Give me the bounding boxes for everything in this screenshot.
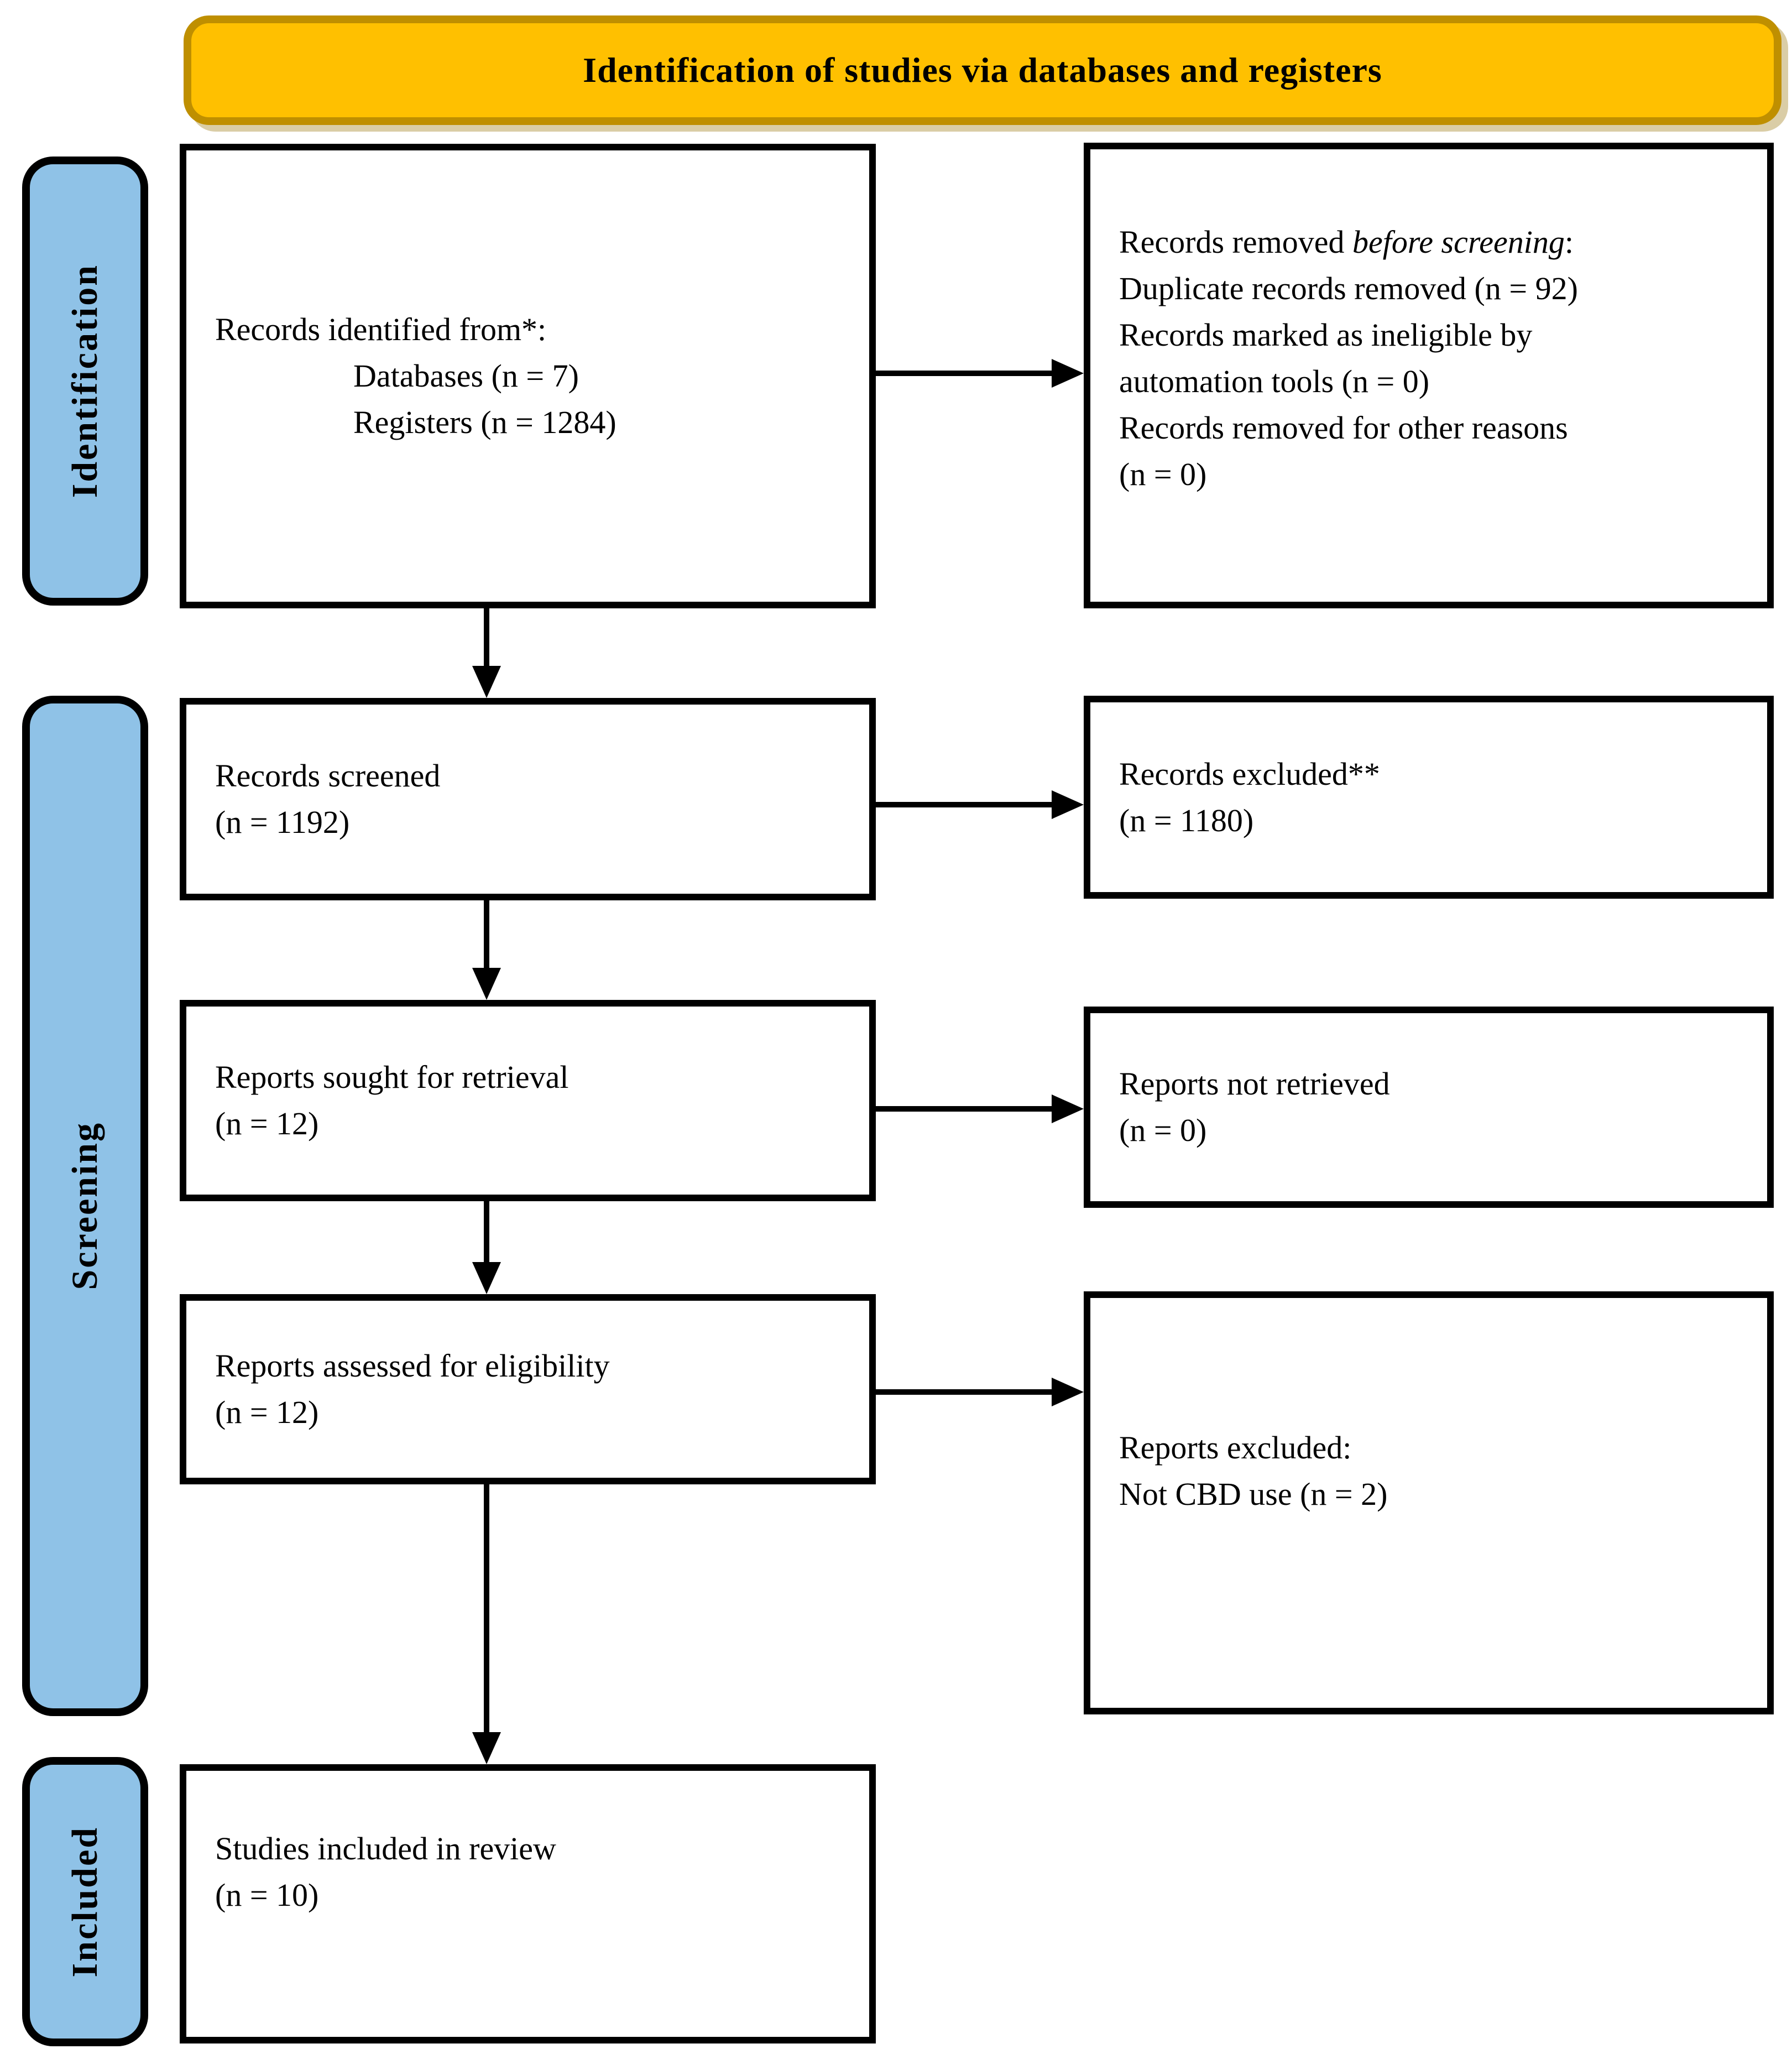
arrow-down-4-line xyxy=(484,1484,489,1733)
records-removed-heading-italic: before screening xyxy=(1352,224,1565,260)
reports-assessed-count: (n = 12) xyxy=(215,1394,319,1430)
studies-included-count: (n = 10) xyxy=(215,1876,319,1913)
records-removed-heading-prefix: Records removed xyxy=(1119,224,1352,260)
arrow-down-3-line xyxy=(484,1201,489,1263)
stage-label-identification-text: Identification xyxy=(65,264,105,498)
arrow-down-2-line xyxy=(484,900,489,969)
records-screened-label: Records screened xyxy=(215,758,441,794)
records-removed-heading: Records removed before screening: xyxy=(1119,219,1751,265)
reports-excluded-reason: Not CBD use (n = 2) xyxy=(1119,1476,1388,1512)
arrow-right-2-head xyxy=(1052,790,1084,819)
records-removed-ineligible-2: automation tools (n = 0) xyxy=(1119,363,1430,399)
records-removed-duplicates: Duplicate records removed (n = 92) xyxy=(1119,270,1578,306)
records-excluded-label: Records excluded** xyxy=(1119,755,1380,792)
stage-label-identification: Identification xyxy=(22,157,148,606)
box-studies-included: Studies included in review (n = 10) xyxy=(180,1764,876,2043)
arrow-right-4-line xyxy=(876,1389,1054,1395)
records-removed-heading-suffix: : xyxy=(1564,224,1574,260)
reports-sought-count: (n = 12) xyxy=(215,1106,319,1141)
box-reports-not-retrieved: Reports not retrieved (n = 0) xyxy=(1084,1007,1774,1208)
banner: Identification of studies via databases … xyxy=(184,15,1781,125)
box-records-screened: Records screened (n = 1192) xyxy=(180,698,876,900)
reports-sought-label: Reports sought for retrieval xyxy=(215,1059,569,1095)
reports-not-retrieved-label: Reports not retrieved xyxy=(1119,1066,1390,1102)
box-reports-sought: Reports sought for retrieval (n = 12) xyxy=(180,1000,876,1201)
arrow-down-1-line xyxy=(484,608,489,670)
reports-not-retrieved-count: (n = 0) xyxy=(1119,1112,1207,1148)
arrow-right-4-head xyxy=(1052,1378,1084,1406)
records-screened-count: (n = 1192) xyxy=(215,804,350,840)
stage-label-included-text: Included xyxy=(65,1826,105,1978)
studies-included-label: Studies included in review xyxy=(215,1830,556,1867)
stage-label-screening-text: Screening xyxy=(65,1122,105,1290)
arrow-down-3-head xyxy=(472,1262,501,1294)
arrow-down-1-head xyxy=(472,666,501,698)
reports-assessed-label: Reports assessed for eligibility xyxy=(215,1348,610,1384)
box-records-identified: Records identified from*: Databases (n =… xyxy=(180,144,876,608)
arrow-down-2-head xyxy=(472,968,501,1000)
box-reports-assessed: Reports assessed for eligibility (n = 12… xyxy=(180,1294,876,1484)
records-removed-other-1: Records removed for other reasons xyxy=(1119,410,1568,446)
arrow-right-1-line xyxy=(876,371,1054,376)
box-records-excluded: Records excluded** (n = 1180) xyxy=(1084,696,1774,899)
stage-label-screening: Screening xyxy=(22,696,148,1716)
records-identified-line: Records identified from*: xyxy=(215,311,547,347)
records-identified-registers: Registers (n = 1284) xyxy=(353,404,617,440)
box-records-removed: Records removed before screening: Duplic… xyxy=(1084,143,1774,608)
reports-excluded-label: Reports excluded: xyxy=(1119,1429,1352,1466)
records-removed-other-2: (n = 0) xyxy=(1119,456,1207,492)
records-excluded-count: (n = 1180) xyxy=(1119,802,1254,838)
arrow-right-1-head xyxy=(1052,359,1084,388)
banner-title: Identification of studies via databases … xyxy=(583,50,1382,90)
records-identified-databases: Databases (n = 7) xyxy=(353,358,579,394)
arrow-right-2-line xyxy=(876,802,1054,807)
records-removed-ineligible-1: Records marked as ineligible by xyxy=(1119,317,1533,353)
stage-label-included: Included xyxy=(22,1757,148,2046)
arrow-right-3-head xyxy=(1052,1094,1084,1123)
box-reports-excluded: Reports excluded: Not CBD use (n = 2) xyxy=(1084,1291,1774,1714)
arrow-right-3-line xyxy=(876,1106,1054,1112)
arrow-down-4-head xyxy=(472,1732,501,1764)
